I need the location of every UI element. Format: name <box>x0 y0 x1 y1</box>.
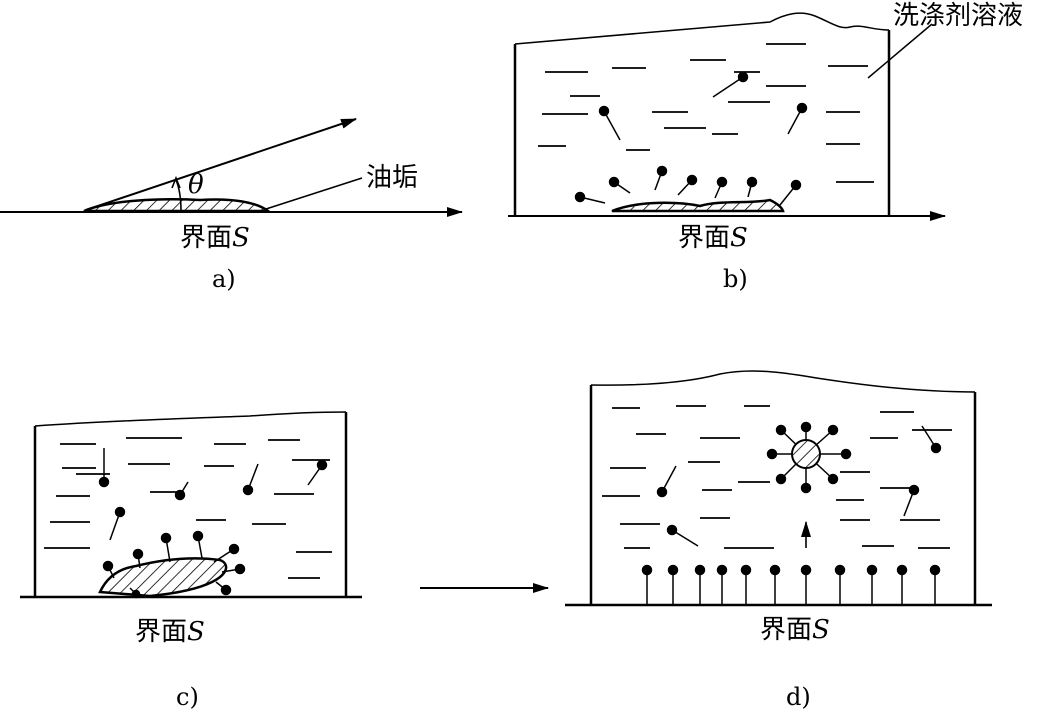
liquid-surface <box>590 370 976 393</box>
caption-d: d) <box>786 683 811 711</box>
panel-c: 界面S c) <box>20 411 362 711</box>
tangent-arrow <box>85 118 357 211</box>
grease-deposit <box>83 198 272 213</box>
solution-dashes <box>44 437 332 579</box>
solution-dashes <box>538 43 874 183</box>
caption-b: b) <box>723 265 748 293</box>
panel-a: θ 油垢 界面S a) <box>0 118 463 293</box>
interface-label-c: 界面S <box>135 617 205 647</box>
interface-label-a: 界面S <box>180 223 250 253</box>
solution-leader-line <box>867 23 933 79</box>
grease-deposit <box>98 557 228 598</box>
interface-label-d: 界面S <box>760 615 830 645</box>
caption-c: c) <box>176 683 199 711</box>
surfactant-molecules <box>574 71 808 206</box>
solution-label: 洗涤剂溶液 <box>893 1 1023 31</box>
surfactant-molecules <box>98 448 328 599</box>
liquid-surface <box>34 411 347 427</box>
panel-d: 界面S d) <box>565 370 992 711</box>
grease-deposit <box>611 198 785 213</box>
adsorbed-surfactant-row <box>641 564 941 605</box>
grease-label: 油垢 <box>366 163 418 193</box>
interface-label-b: 界面S <box>678 223 748 253</box>
micelle <box>766 421 852 494</box>
liquid-surface <box>514 12 890 45</box>
grease-leader-line <box>265 177 363 210</box>
surfactant-molecules <box>656 425 942 547</box>
panel-b: 洗涤剂溶液 界面S b) <box>508 1 1023 293</box>
solution-dashes <box>602 405 952 549</box>
caption-a: a) <box>212 265 236 293</box>
angle-theta: θ <box>188 170 204 200</box>
